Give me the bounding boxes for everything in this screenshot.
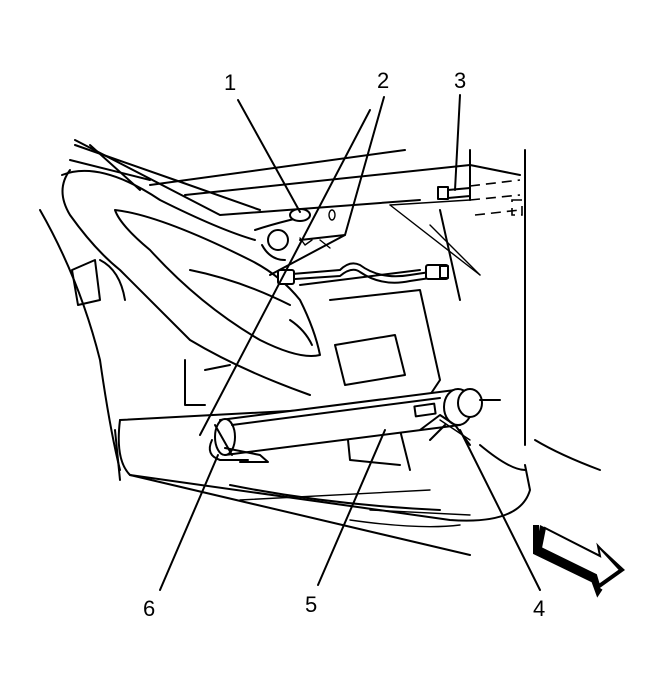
callout-6: 6 [143, 596, 156, 621]
upper-fitting [254, 208, 336, 261]
callout-2: 2 [377, 68, 390, 93]
body-panel [39, 139, 601, 556]
callout-4: 4 [533, 596, 546, 621]
callout-1: 1 [224, 70, 237, 95]
front-of-vehicle-arrow-icon [533, 525, 625, 598]
clamp-item-6 [208, 424, 269, 463]
bolt-item-3 [389, 179, 523, 276]
leader-lines [159, 94, 541, 591]
hose-assembly [277, 262, 449, 285]
canister-item-5 [214, 388, 501, 456]
callout-5: 5 [305, 592, 318, 617]
callout-3: 3 [454, 68, 467, 93]
